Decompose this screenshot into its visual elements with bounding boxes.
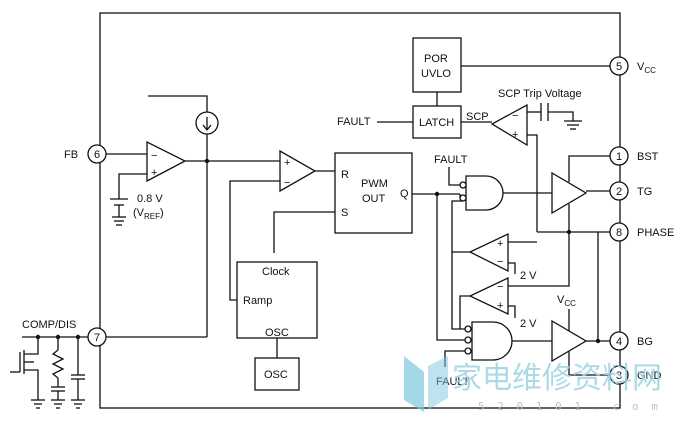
pin-gnd-label: GND bbox=[637, 370, 662, 382]
pin-bg: 4 BG bbox=[609, 331, 653, 351]
svg-text:−: − bbox=[151, 150, 157, 162]
latch-block: LATCH FAULT SCP bbox=[337, 105, 492, 139]
pwm-out-line1: PWM bbox=[361, 178, 388, 190]
vref-name: (V bbox=[133, 207, 145, 219]
pin-phase-number: 8 bbox=[616, 227, 622, 239]
svg-text:2 V: 2 V bbox=[520, 270, 537, 282]
svg-text:+: + bbox=[497, 300, 503, 312]
clock-ramp-block: Clock Ramp OSC OSC bbox=[236, 261, 318, 391]
top-and-gate: FAULT bbox=[434, 154, 552, 253]
svg-text:VCC: VCC bbox=[557, 294, 576, 308]
pin-gnd-number: 3 bbox=[616, 370, 622, 382]
ic-outline bbox=[99, 12, 621, 409]
svg-text:+: + bbox=[284, 157, 290, 169]
svg-text:LATCH: LATCH bbox=[419, 117, 454, 129]
external-comp-network bbox=[10, 334, 88, 409]
pin-comp-dis: 7 COMP/DIS bbox=[22, 319, 107, 347]
pin-bg-label: BG bbox=[637, 336, 653, 348]
scp-comparator: − + SCP Trip Voltage bbox=[490, 88, 582, 232]
svg-text:POR: POR bbox=[424, 53, 448, 65]
pin-bst: 1 BST bbox=[609, 146, 659, 166]
svg-text:−: − bbox=[284, 177, 290, 189]
current-source bbox=[106, 95, 219, 338]
pin-fb-label: FB bbox=[64, 149, 78, 161]
top-driver bbox=[537, 155, 610, 235]
pin-fb: 6 FB bbox=[64, 144, 107, 164]
svg-text:UVLO: UVLO bbox=[421, 68, 451, 80]
pin-bg-number: 4 bbox=[616, 336, 622, 348]
pin-bst-number: 1 bbox=[616, 151, 622, 163]
pwm-out-line2: OUT bbox=[362, 193, 386, 205]
pin-phase: 8 PHASE bbox=[609, 222, 674, 242]
pwm-comparator: + − bbox=[229, 149, 335, 301]
vcc-driver-label: V bbox=[557, 294, 565, 306]
scp-trip-label: SCP Trip Voltage bbox=[498, 88, 582, 100]
svg-text:Clock: Clock bbox=[262, 266, 290, 278]
svg-text:−: − bbox=[512, 110, 518, 122]
bottom-and-gate: FAULT bbox=[436, 194, 552, 388]
pwm-out-block: R S Q PWM OUT bbox=[334, 152, 460, 234]
pin-tg-number: 2 bbox=[616, 186, 622, 198]
pin-gnd: 3 GND bbox=[609, 365, 662, 385]
bottom-driver: VCC bbox=[551, 232, 610, 376]
pin-comp-number: 7 bbox=[94, 332, 100, 344]
svg-text:Ramp: Ramp bbox=[243, 295, 272, 307]
pin-vcc-number: 5 bbox=[616, 61, 622, 73]
error-amplifier: − + bbox=[106, 140, 280, 183]
svg-text:+: + bbox=[151, 167, 157, 179]
fault-top-label: FAULT bbox=[434, 154, 468, 166]
watermark-url: 5 2 0 1 0 1 . c o m bbox=[478, 400, 661, 413]
watermark: 家电维修资料网 5 2 0 1 0 1 . c o m bbox=[404, 356, 662, 413]
svg-text:R: R bbox=[341, 169, 349, 181]
pin-phase-label: PHASE bbox=[637, 227, 674, 239]
svg-text:VCC: VCC bbox=[637, 61, 656, 75]
pin-vcc-label: V bbox=[637, 61, 645, 73]
watermark-text: 家电维修资料网 bbox=[452, 361, 662, 396]
svg-text:2 V: 2 V bbox=[520, 318, 537, 330]
fault-latch-label: FAULT bbox=[337, 116, 371, 128]
svg-text:−: − bbox=[497, 256, 503, 268]
por-uvlo-block: POR UVLO bbox=[412, 37, 557, 106]
svg-text:Q: Q bbox=[400, 188, 409, 200]
pin-tg: 2 TG bbox=[609, 181, 652, 201]
svg-text:−: − bbox=[497, 281, 503, 293]
comparator-2v-lower: − + 2 V bbox=[459, 232, 570, 330]
svg-text:OSC: OSC bbox=[265, 327, 289, 339]
svg-text:SCP: SCP bbox=[466, 111, 489, 123]
comparator-2v-upper: + − 2 V bbox=[468, 232, 537, 282]
pin-comp-label: COMP/DIS bbox=[22, 319, 76, 331]
svg-text:+: + bbox=[497, 238, 503, 250]
pin-vcc: 5 VCC bbox=[557, 56, 656, 76]
pin-vcc-sub: CC bbox=[644, 66, 656, 75]
vref-source: 0.8 V (VREF) bbox=[110, 173, 164, 226]
svg-text:(VREF): (VREF) bbox=[133, 207, 164, 221]
pin-bst-label: BST bbox=[637, 151, 659, 163]
svg-text:S: S bbox=[341, 207, 348, 219]
svg-text:+: + bbox=[512, 129, 518, 141]
osc-label: OSC bbox=[264, 369, 288, 381]
watermark-logo-icon bbox=[404, 356, 448, 412]
pin-fb-number: 6 bbox=[94, 149, 100, 161]
vref-value: 0.8 V bbox=[137, 193, 163, 205]
pin-tg-label: TG bbox=[637, 186, 652, 198]
